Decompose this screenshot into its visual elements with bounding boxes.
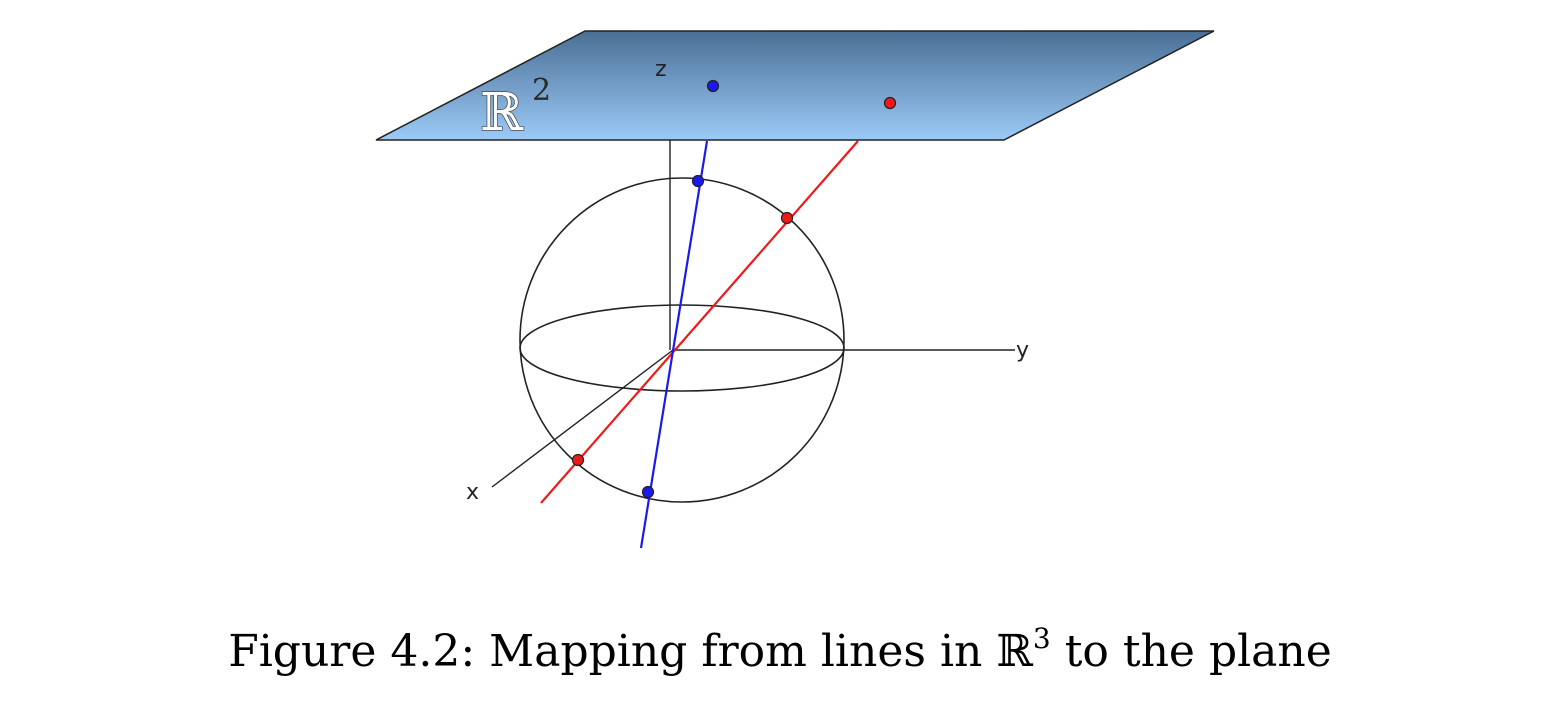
caption-suffix: to the plane: [1050, 626, 1332, 677]
blue-line: [639, 140, 709, 549]
projective-plane-diagram: ℝ 2 z y x: [375, 30, 1215, 549]
sphere-equator: [519, 304, 845, 392]
x-axis-label: x: [466, 480, 479, 505]
y-axis-label: y: [1016, 338, 1029, 363]
figure-caption: Figure 4.2: Mapping from lines in ℝ3 to …: [0, 622, 1560, 682]
caption-set-symbol: ℝ: [996, 626, 1033, 677]
plane-label-exponent: 2: [532, 73, 551, 108]
caption-exponent: 3: [1032, 622, 1051, 655]
plane-label: ℝ: [480, 83, 524, 143]
red-line: [540, 140, 859, 504]
red-projection-point: [883, 96, 897, 110]
blue-sphere-point-bottom: [641, 485, 655, 499]
z-axis-label: z: [655, 58, 667, 83]
plane-r2: [375, 30, 1215, 141]
x-axis: [491, 349, 674, 488]
red-sphere-point-bottom: [571, 453, 585, 467]
caption-prefix: Figure 4.2: Mapping from lines in: [228, 626, 997, 677]
blue-sphere-point-top: [691, 174, 705, 188]
red-sphere-point-top: [780, 211, 794, 225]
unit-sphere: [519, 177, 845, 503]
blue-projection-point: [706, 79, 720, 93]
